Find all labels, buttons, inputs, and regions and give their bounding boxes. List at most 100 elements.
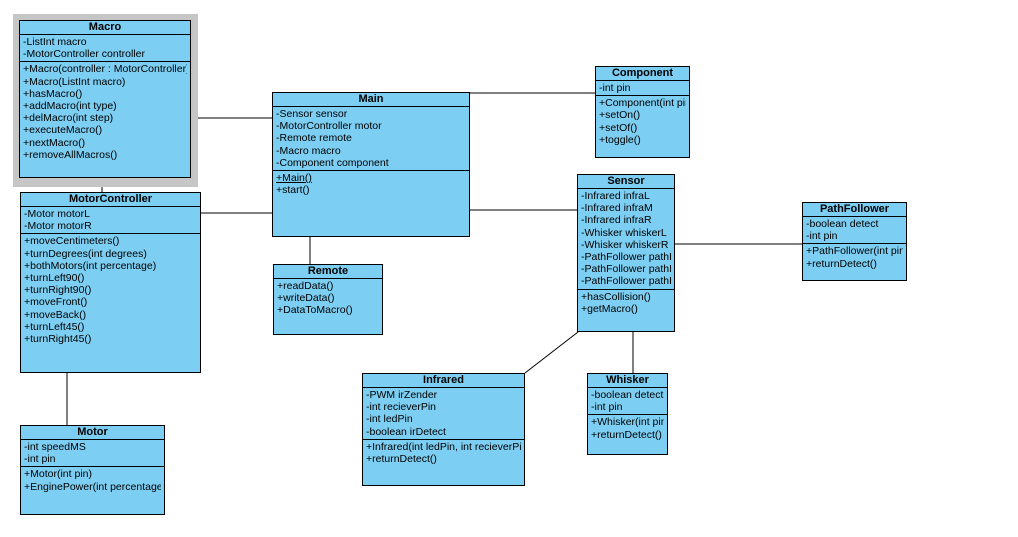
attribute-row: -Macro macro [276, 144, 341, 157]
attribute-row: -PathFollower pathM [581, 263, 671, 276]
class-title: Infrared [363, 374, 524, 388]
attribute-row: -Motor motorL [24, 208, 90, 220]
method-row: +moveCentimeters() [24, 235, 120, 248]
method-row: +Macro(ListInt macro) [23, 75, 126, 88]
method-row: +returnDetect() [806, 257, 877, 270]
attribute-row: -Infrared infraR [581, 214, 652, 227]
attribute-row: -PathFollower pathL [581, 250, 671, 263]
attributes-compartment: -Motor motorL-Motor motorR [21, 207, 200, 235]
class-title: Remote [274, 265, 382, 279]
attribute-row: -Remote remote [276, 132, 352, 145]
methods-compartment: +moveCentimeters()+turnDegrees(int degre… [21, 234, 200, 372]
method-row: +readData() [277, 280, 334, 292]
method-row: +Motor(int pin) [24, 468, 92, 481]
attribute-row: -boolean detect [806, 218, 879, 230]
class-motorcontroller[interactable]: MotorController-Motor motorL-Motor motor… [20, 192, 201, 373]
method-row: +setOn() [599, 109, 641, 122]
methods-compartment: +PathFollower(int pin)+returnDetect() [803, 244, 906, 280]
method-row: +turnRight45() [24, 332, 92, 345]
method-row: +hasMacro() [23, 87, 83, 100]
method-row: +Component(int pin) [599, 97, 686, 110]
method-row: +removeAllMacros() [23, 148, 118, 161]
attribute-row: -Component component [276, 156, 389, 169]
attributes-compartment: -boolean detect-int pin [803, 217, 906, 245]
attribute-row: -Infrared infraM [581, 202, 653, 215]
attribute-row: -int recieverPin [366, 401, 437, 414]
class-title: Sensor [578, 175, 674, 189]
class-title: Main [273, 93, 469, 107]
method-row: +hasCollision() [581, 290, 651, 303]
method-row: +returnDetect() [366, 452, 437, 465]
method-row: +delMacro(int step) [23, 112, 114, 125]
class-infrared[interactable]: Infrared-PWM irZender-int recieverPin-in… [362, 373, 525, 486]
class-main[interactable]: Main-Sensor sensor-MotorController motor… [272, 92, 470, 237]
class-title: Component [596, 67, 689, 81]
attribute-row: -Motor motorR [24, 220, 92, 233]
connector-sensor-infrared[interactable] [524, 331, 579, 374]
method-row: +Whisker(int pin) [591, 416, 664, 429]
class-macro[interactable]: Macro-ListInt macro-MotorController cont… [19, 20, 191, 178]
class-remote[interactable]: Remote+readData()+writeData()+DataToMacr… [273, 264, 383, 335]
method-row: +writeData() [277, 292, 335, 305]
method-row: +turnLeft90() [24, 271, 85, 284]
attributes-compartment: -PWM irZender-int recieverPin-int ledPin… [363, 388, 524, 440]
method-row: +moveBack() [24, 308, 87, 321]
method-row: +turnLeft45() [24, 320, 85, 333]
attribute-row: -boolean detect [591, 389, 664, 401]
attribute-row: -MotorController motor [276, 120, 382, 133]
attribute-row: -PathFollower pathR [581, 275, 671, 288]
method-row: +returnDetect() [591, 428, 662, 441]
attribute-row: -int pin [591, 401, 623, 414]
attribute-row: -Whisker whiskerL [581, 226, 667, 239]
method-row: +Infrared(int ledPin, int recieverPin) [366, 440, 521, 453]
method-row: +EnginePower(int percentage) [24, 480, 161, 493]
method-row: +PathFollower(int pin) [806, 245, 903, 258]
attributes-compartment: -Infrared infraL-Infrared infraM-Infrare… [578, 189, 674, 290]
attribute-row: -Infrared infraL [581, 190, 650, 202]
class-title: MotorController [21, 193, 200, 207]
attribute-row: -int pin [599, 82, 631, 94]
attribute-row: -int pin [806, 230, 838, 243]
attribute-row: -PWM irZender [366, 389, 438, 401]
methods-compartment: +Motor(int pin)+EnginePower(int percenta… [21, 467, 164, 514]
method-row: +toggle() [599, 133, 641, 146]
method-row: +nextMacro() [23, 136, 86, 149]
method-row: +setOf() [599, 121, 638, 134]
method-row: +start() [276, 184, 310, 197]
method-row: +Macro(controller : MotorController) [23, 63, 187, 76]
method-row: +addMacro(int type) [23, 99, 117, 112]
attribute-row: -MotorController controller [23, 48, 145, 61]
methods-compartment: +Infrared(int ledPin, int recieverPin)+r… [363, 440, 524, 485]
class-pathfollower[interactable]: PathFollower-boolean detect-int pin+Path… [802, 202, 907, 281]
attributes-compartment: -Sensor sensor-MotorController motor-Rem… [273, 107, 469, 171]
method-row: +bothMotors(int percentage) [24, 259, 157, 272]
method-row: +DataToMacro() [277, 304, 353, 317]
method-row: +getMacro() [581, 302, 638, 315]
attribute-row: -Whisker whiskerR [581, 238, 669, 251]
attributes-compartment: -int speedMS-int pin [21, 440, 164, 468]
methods-compartment: +Component(int pin)+setOn()+setOf()+togg… [596, 96, 689, 157]
method-row: +executeMacro() [23, 124, 103, 137]
class-whisker[interactable]: Whisker-boolean detect-int pin+Whisker(i… [587, 373, 668, 455]
method-row: +moveFront() [24, 296, 88, 309]
attributes-compartment: -boolean detect-int pin [588, 388, 667, 416]
methods-compartment: +Whisker(int pin)+returnDetect() [588, 415, 667, 454]
class-motor[interactable]: Motor-int speedMS-int pin+Motor(int pin)… [20, 425, 165, 515]
attribute-row: -int pin [24, 453, 56, 466]
methods-compartment: +Macro(controller : MotorController)+Mac… [20, 62, 190, 177]
class-title: Macro [20, 21, 190, 35]
attribute-row: -ListInt macro [23, 36, 87, 48]
method-row: +Main() [276, 171, 312, 184]
attribute-row: -int speedMS [24, 441, 86, 453]
class-title: Whisker [588, 374, 667, 388]
attribute-row: -int ledPin [366, 413, 413, 426]
attribute-row: -boolean irDetect [366, 425, 446, 438]
methods-compartment: +readData()+writeData()+DataToMacro() [274, 279, 382, 334]
class-component[interactable]: Component-int pin+Component(int pin)+set… [595, 66, 690, 158]
class-sensor[interactable]: Sensor-Infrared infraL-Infrared infraM-I… [577, 174, 675, 332]
method-row: +turnDegrees(int degrees) [24, 247, 147, 260]
class-title: PathFollower [803, 203, 906, 217]
method-row: +turnRight90() [24, 284, 92, 297]
class-title: Motor [21, 426, 164, 440]
